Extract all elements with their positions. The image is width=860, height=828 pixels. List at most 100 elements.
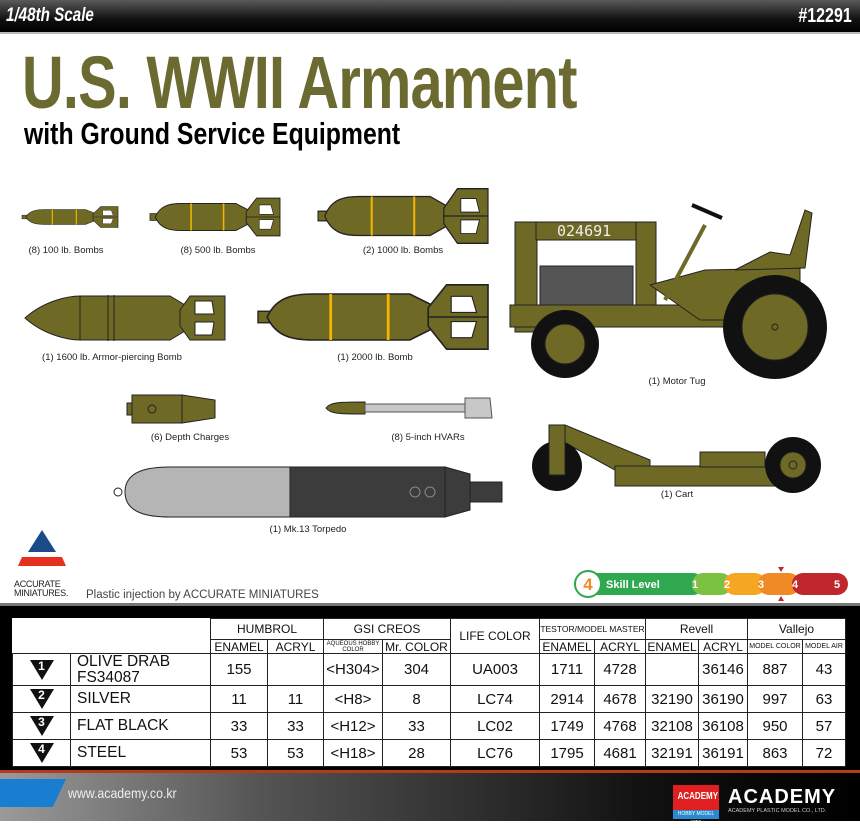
brand-revell: Revell — [645, 618, 748, 640]
sub-header: ENAMEL — [539, 639, 595, 654]
paint-code-v-air: 43 — [802, 653, 846, 686]
paint-code-t-enamel: 1749 — [539, 712, 595, 740]
paint-code-life: LC02 — [450, 712, 540, 740]
paint-code-h-acryl: 53 — [267, 739, 324, 767]
depth-charge — [126, 394, 216, 424]
sub-header: MODEL COLOR — [747, 639, 803, 654]
sub-header: ACRYL — [594, 639, 646, 654]
paint-code-h-enamel: 33 — [210, 712, 268, 740]
accurate-miniatures-logo — [18, 530, 66, 566]
svg-text:1: 1 — [692, 579, 698, 591]
brand-gsi: GSI CREOS — [323, 618, 451, 640]
sub-header: AQUEOUS HOBBY COLOR — [323, 639, 383, 654]
paint-code-v-model: 863 — [747, 739, 803, 767]
paint-code-life: LC74 — [450, 685, 540, 713]
color-name: OLIVE DRAB FS34087 — [70, 653, 211, 686]
hvar-rocket — [325, 397, 493, 419]
plastic-credit: Plastic injection by ACCURATE MINIATURES — [86, 589, 319, 601]
footer: www.academy.co.kr ACADEMY HOBBY MODEL KI… — [0, 770, 860, 826]
academy-company: ACADEMY PLASTIC MODEL CO., LTD. — [728, 808, 827, 814]
skill-marker-bottom — [778, 596, 784, 601]
item-label: (6) Depth Charges — [150, 432, 230, 443]
footer-accent — [0, 779, 66, 807]
color-name: FLAT BLACK — [70, 712, 211, 740]
paint-code-v-air: 57 — [802, 712, 846, 740]
skill-marker-top — [778, 567, 784, 572]
sub-header: ACRYL — [698, 639, 748, 654]
paint-code-v-air: 72 — [802, 739, 846, 767]
item-label: (1) Mk.13 Torpedo — [269, 524, 347, 535]
skill-segment-4 — [758, 573, 800, 595]
skill-segment-5 — [792, 573, 848, 595]
paint-code-h-enamel: 155 — [210, 653, 268, 686]
academy-brand: ACADEMY — [728, 786, 837, 808]
skill-segment-3 — [724, 573, 766, 595]
paint-code-t-enamel: 1711 — [539, 653, 595, 686]
color-name: STEEL — [70, 739, 211, 767]
svg-text:5: 5 — [834, 579, 840, 591]
paint-code-r-acryl: 36191 — [698, 739, 748, 767]
paint-reference-table: HUMBROL GSI CREOS LIFE COLOR TESTOR/MODE… — [12, 618, 846, 767]
item-label: (1) 1600 lb. Armor-piercing Bomb — [42, 352, 182, 363]
paint-code-r-enamel: 32191 — [645, 739, 699, 767]
paint-code-h-enamel: 11 — [210, 685, 268, 713]
svg-text:3: 3 — [758, 579, 764, 591]
paint-code-t-acryl: 4768 — [594, 712, 646, 740]
motor-tug: 024691 — [509, 203, 827, 379]
paint-code-v-model: 997 — [747, 685, 803, 713]
color-number-badge: 1 — [12, 653, 71, 686]
color-number-badge: 4 — [12, 739, 71, 767]
bomb-1600lb-ap — [24, 295, 226, 341]
mk13-torpedo — [113, 466, 503, 518]
color-number-badge: 3 — [12, 712, 71, 740]
paint-code-g-aqueous: <H304> — [323, 653, 383, 686]
academy-logo: ACADEMY HOBBY MODEL KITS — [673, 785, 719, 826]
paint-code-r-acryl: 36108 — [698, 712, 748, 740]
bomb-500lb — [149, 197, 281, 237]
page-subtitle: with Ground Service Equipment — [24, 116, 401, 151]
paint-code-t-acryl: 4681 — [594, 739, 646, 767]
svg-text:4: 4 — [792, 579, 799, 591]
color-name: SILVER — [70, 685, 211, 713]
paint-code-g-mr: 33 — [382, 712, 451, 740]
paint-code-g-mr: 304 — [382, 653, 451, 686]
website-link[interactable]: www.academy.co.kr — [68, 785, 177, 801]
brand-testor: TESTOR/MODEL MASTER — [539, 618, 646, 640]
skill-segment-2 — [692, 573, 732, 595]
paint-code-life: LC76 — [450, 739, 540, 767]
tug-number: 024691 — [557, 222, 611, 240]
paint-code-r-enamel: 32108 — [645, 712, 699, 740]
paint-code-g-mr: 28 — [382, 739, 451, 767]
bomb-1000lb — [317, 187, 489, 245]
paint-code-t-enamel: 2914 — [539, 685, 595, 713]
sub-header: ENAMEL — [210, 639, 268, 654]
paint-code-t-acryl: 4678 — [594, 685, 646, 713]
bomb-2000lb — [256, 283, 490, 351]
brand-vallejo: Vallejo — [747, 618, 846, 640]
paint-code-h-enamel: 53 — [210, 739, 268, 767]
paint-code-g-mr: 8 — [382, 685, 451, 713]
item-label: (1) Cart — [660, 489, 694, 500]
item-label: (8) 500 lb. Bombs — [180, 245, 256, 256]
paint-code-v-model: 950 — [747, 712, 803, 740]
cart — [532, 424, 821, 493]
scale-label: 1/48th Scale — [6, 5, 94, 26]
color-number-badge: 2 — [12, 685, 71, 713]
paint-code-g-aqueous: <H8> — [323, 685, 383, 713]
sub-header: Mr. COLOR — [382, 639, 451, 654]
bomb-100lb — [21, 206, 119, 228]
paint-table-panel: HUMBROL GSI CREOS LIFE COLOR TESTOR/MODE… — [0, 606, 860, 770]
skill-segment-1 — [574, 573, 704, 595]
paint-code-h-acryl: 11 — [267, 685, 324, 713]
svg-text:2: 2 — [724, 579, 730, 591]
page-title: U.S. WWII Armament — [22, 41, 577, 124]
item-label: (1) 2000 lb. Bomb — [337, 352, 413, 363]
paint-code-g-aqueous: <H12> — [323, 712, 383, 740]
paint-code-v-air: 63 — [802, 685, 846, 713]
skill-label: Skill Level — [606, 579, 660, 591]
item-label: (2) 1000 lb. Bombs — [362, 245, 444, 256]
divider — [0, 603, 860, 606]
